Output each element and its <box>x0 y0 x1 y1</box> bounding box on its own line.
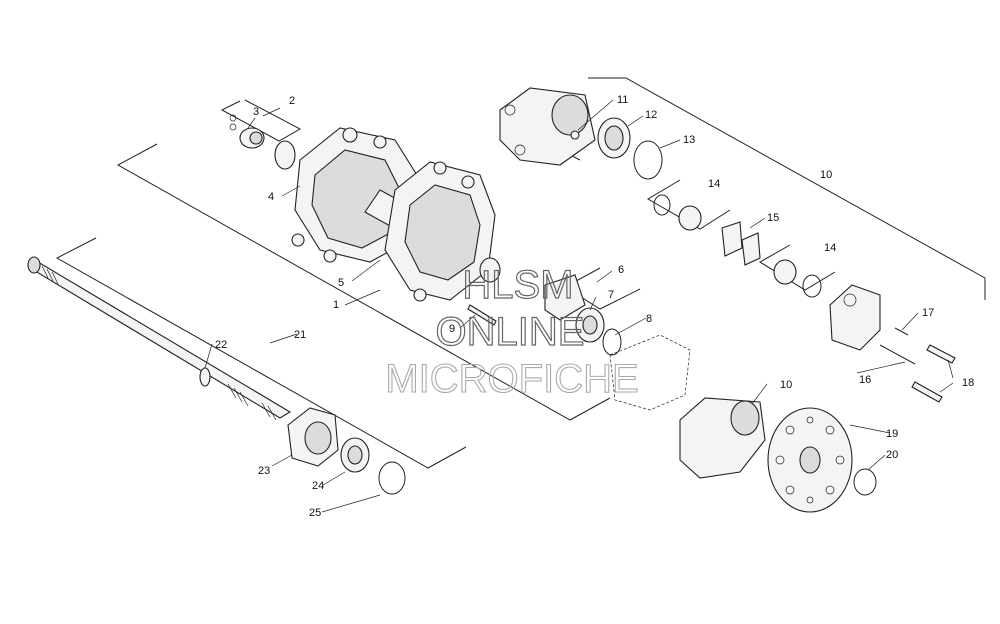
callout-11: 11 <box>617 94 628 106</box>
callout-10-upper: 10 <box>820 169 832 181</box>
drive-shaft <box>27 256 292 421</box>
callout-labels: 1 2 3 4 5 6 7 8 9 10 10 11 12 13 14 14 1… <box>215 94 974 519</box>
callout-1: 1 <box>333 299 339 311</box>
snap-ring-8 <box>602 328 622 356</box>
watermark: HLSM ONLINE MICROFICHE <box>385 262 639 401</box>
group-bracket-2 <box>220 99 302 142</box>
callout-21: 21 <box>294 329 306 341</box>
callout-4: 4 <box>268 191 274 203</box>
watermark-line2: ONLINE <box>436 310 585 354</box>
callout-13: 13 <box>683 134 695 146</box>
spacer-14b <box>773 259 822 298</box>
snap-ring-left <box>378 461 406 495</box>
callout-24: 24 <box>312 480 324 492</box>
callout-14-upper: 14 <box>708 178 720 190</box>
bearing-flange-left <box>287 407 339 467</box>
watermark-line1: HLSM <box>462 263 573 307</box>
callout-3: 3 <box>253 106 259 118</box>
brake-disc-19 <box>767 407 853 513</box>
callout-8: 8 <box>646 313 652 325</box>
callout-18: 18 <box>962 377 974 389</box>
group-bracket-21 <box>55 237 467 469</box>
callout-9: 9 <box>449 323 455 335</box>
callout-17: 17 <box>922 307 934 319</box>
callout-10-lower: 10 <box>780 379 792 391</box>
callout-16: 16 <box>859 374 871 386</box>
bleeder-17 <box>894 327 909 336</box>
bolt-9 <box>467 304 497 326</box>
snap-ring-20 <box>853 468 877 496</box>
callout-23: 23 <box>258 465 270 477</box>
bearing-12 <box>597 117 631 159</box>
pin-16 <box>879 344 916 365</box>
retainer-clips <box>229 114 237 131</box>
drive-sprocket-right <box>384 161 501 302</box>
bearing-plate-6 <box>544 274 586 321</box>
brake-caliper-16 <box>829 284 881 351</box>
callout-2: 2 <box>289 95 295 107</box>
gasket <box>609 334 691 411</box>
callout-19: 19 <box>886 428 898 440</box>
chaincase-housing-upper <box>499 87 596 166</box>
leader-lines <box>204 99 954 513</box>
chaincase-housing-lower <box>679 397 766 479</box>
bolts-18 <box>911 344 956 403</box>
callout-22: 22 <box>215 339 227 351</box>
callout-6: 6 <box>618 264 624 276</box>
callout-7: 7 <box>608 289 614 301</box>
seal-cap <box>239 127 265 149</box>
callout-14-lower: 14 <box>824 242 836 254</box>
group-bracket-10 <box>539 77 986 300</box>
callout-5: 5 <box>338 277 344 289</box>
callout-15: 15 <box>767 212 779 224</box>
bearing-7 <box>575 307 605 343</box>
spacer-14a <box>653 194 702 231</box>
callout-25: 25 <box>309 507 321 519</box>
seal-11 <box>570 130 580 140</box>
callout-12: 12 <box>645 109 657 121</box>
group-bracket-14a <box>647 179 731 230</box>
o-ring-13 <box>633 140 663 180</box>
bearing-left <box>340 437 370 473</box>
watermark-line3: MICROFICHE <box>385 357 638 401</box>
group-bracket-1 <box>116 143 611 421</box>
brake-pads-15 <box>721 221 761 266</box>
callout-20: 20 <box>886 449 898 461</box>
